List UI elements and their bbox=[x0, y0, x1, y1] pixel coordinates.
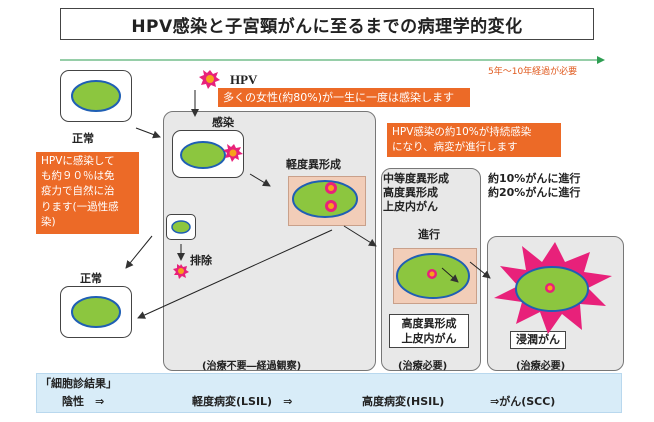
note-no-treatment: (治療不要―経過観察) bbox=[202, 361, 302, 372]
normal-cell-bottom bbox=[71, 296, 121, 328]
label-normal-bottom: 正常 bbox=[80, 272, 102, 285]
infected-cell bbox=[180, 141, 226, 169]
label-cancer-rate-1: 約10%がんに進行 bbox=[488, 172, 581, 185]
page-title: HPV感染と子宮頸がんに至るまでの病理学的変化 bbox=[60, 8, 594, 40]
hpv-label: HPV bbox=[230, 72, 258, 87]
callout-persistent-line1: HPV感染の約10%が持続感染 bbox=[392, 126, 532, 138]
arrow-infection-to-mild bbox=[249, 173, 271, 187]
callout-immunity-line4: ります(一過性感 bbox=[41, 200, 119, 213]
note-treatment-hsil: (治療必要) bbox=[398, 361, 448, 372]
callout-immunity: HPVに感染して も約９０％は免 疫力で自然に治 ります(一過性感 染) bbox=[36, 152, 139, 234]
cytology-header: 「細胞診結果」 bbox=[40, 377, 117, 390]
mild-lesion-cell bbox=[292, 180, 358, 218]
cytology-band bbox=[36, 373, 622, 413]
excluded-cell bbox=[171, 220, 191, 234]
arrow-regression-to-normal bbox=[137, 229, 333, 319]
invasive-virus-icon bbox=[545, 283, 555, 293]
arrow-immunity-to-normal bbox=[125, 235, 153, 269]
label-mod-severe-line2: 高度異形成 bbox=[383, 186, 438, 199]
normal-cell-top bbox=[71, 80, 121, 112]
callout-immunity-line5: 染) bbox=[41, 215, 56, 228]
excluded-virus-icon bbox=[173, 264, 189, 279]
callout-persistent: HPV感染の約10%が持続感染 になり、病変が進行します bbox=[387, 123, 561, 157]
callout-infection-rate: 多くの女性(約80%)が一生に一度は感染します bbox=[218, 88, 470, 107]
label-mod-severe-line3: 上皮内がん bbox=[383, 200, 438, 213]
callout-immunity-line2: も約９０％は免 bbox=[41, 170, 115, 183]
arrow-severe-to-invasive bbox=[469, 261, 491, 279]
label-exclusion: 排除 bbox=[190, 254, 212, 267]
severe-progression-arrow bbox=[441, 267, 459, 283]
label-invasive: 浸潤がん bbox=[510, 331, 566, 349]
severe-label-box: 高度異形成 上皮内がん bbox=[389, 314, 469, 348]
severe-label-line1: 高度異形成 bbox=[401, 317, 457, 330]
label-normal-top: 正常 bbox=[72, 132, 94, 145]
label-cancer-rate-2: 約20%がんに進行 bbox=[488, 186, 581, 199]
cytology-negative: 陰性 ⇒ bbox=[62, 395, 105, 408]
callout-persistent-line2: になり、病変が進行します bbox=[392, 141, 518, 153]
label-mod-severe: 中等度異形成 高度異形成 上皮内がん bbox=[383, 172, 449, 214]
note-treatment-cancer: (治療必要) bbox=[516, 361, 566, 372]
label-mod-severe-line1: 中等度異形成 bbox=[383, 172, 449, 185]
label-infection: 感染 bbox=[212, 116, 234, 129]
cytology-hsil: 高度病変(HSIL) bbox=[362, 395, 445, 408]
label-cancer-rates: 約10%がんに進行 約20%がんに進行 bbox=[488, 172, 580, 200]
mild-lesion-virus-2-icon bbox=[325, 200, 337, 212]
severe-lesion-virus-icon bbox=[427, 269, 437, 279]
arrow-mild-to-severe bbox=[343, 225, 377, 247]
mild-lesion-virus-1-icon bbox=[325, 182, 337, 194]
arrow-normal-to-infection bbox=[135, 127, 161, 139]
cytology-lsil: 軽度病変(LSIL) ⇒ bbox=[192, 395, 293, 408]
timeline-note: 5年～10年経過が必要 bbox=[488, 67, 578, 77]
callout-immunity-line3: 疫力で自然に治 bbox=[41, 185, 115, 198]
label-mild-dysplasia: 軽度異形成 bbox=[286, 158, 341, 171]
severe-label-line2: 上皮内がん bbox=[401, 332, 457, 345]
hpv-virus-icon bbox=[199, 70, 220, 89]
cytology-scc: ⇒がん(SCC) bbox=[490, 395, 556, 408]
label-progression: 進行 bbox=[418, 228, 440, 241]
virus-on-infected-cell-icon bbox=[223, 144, 243, 162]
callout-immunity-line1: HPVに感染して bbox=[41, 155, 115, 167]
